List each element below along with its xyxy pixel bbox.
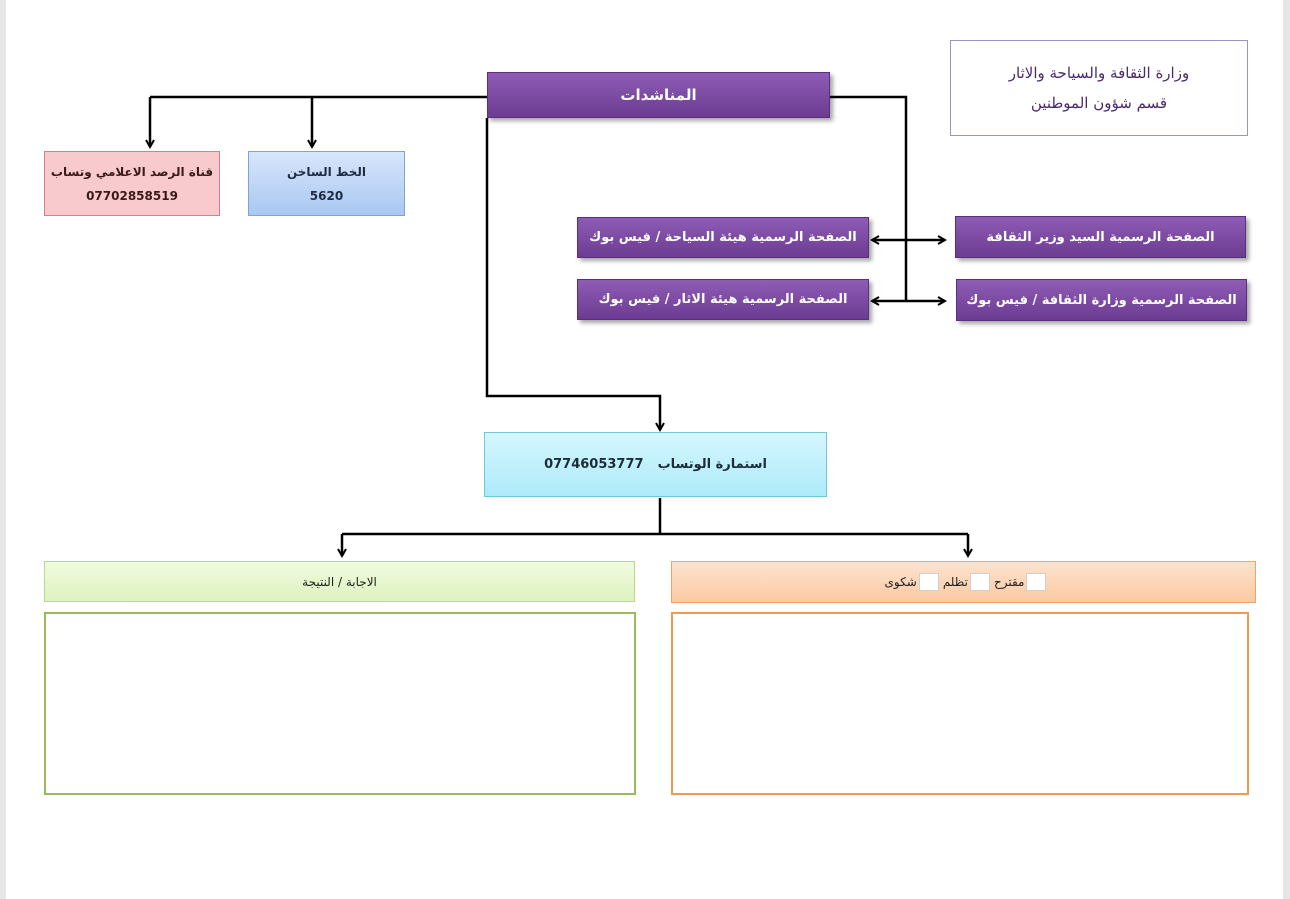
option-suggestion-label: مقترح (993, 575, 1025, 589)
media-monitor-number: 07702858519 (86, 188, 178, 203)
header-box: وزارة الثقافة والسياحة والاثار قسم شؤون … (950, 40, 1248, 136)
connector-root-to-whatsapp (485, 118, 660, 430)
minister-page-label: الصفحة الرسمية السيد وزير الثقافة (986, 229, 1215, 245)
ministry-page-label: الصفحة الرسمية وزارة الثقافة / فيس بوك (966, 292, 1237, 308)
option-complaint-label: شكوى (884, 575, 917, 589)
option-grievance-label: تظلم (942, 575, 968, 589)
whatsapp-form-box: استمارة الوتساب 07746053777 (484, 432, 827, 497)
answer-panel[interactable] (44, 612, 636, 795)
tourism-page-box: الصفحة الرسمية هيئة السياحة / فيس بوك (577, 217, 869, 258)
checkbox-grievance[interactable] (969, 573, 990, 591)
media-monitor-label: قناة الرصد الاعلامي وتساب (50, 164, 214, 179)
hotline-label: الخط الساخن (286, 164, 367, 179)
checkbox-suggestion[interactable] (1026, 573, 1047, 591)
option-grievance[interactable]: تظلم (943, 573, 990, 591)
department-name: قسم شؤون الموطنين (1030, 94, 1168, 112)
whatsapp-form-label: استمارة الوتساب (657, 457, 767, 472)
answer-header: الاجابة / النتيجة (44, 561, 635, 602)
ministry-page-box: الصفحة الرسمية وزارة الثقافة / فيس بوك (956, 279, 1247, 321)
request-header: مقترح تظلم شكوى (671, 561, 1256, 603)
antiquities-page-box: الصفحة الرسمية هيئة الاثار / فيس بوك (577, 279, 869, 320)
tourism-page-label: الصفحة الرسمية هيئة السياحة / فيس بوك (589, 230, 857, 245)
whatsapp-form-number: 07746053777 (544, 457, 644, 472)
root-label: المناشدات (620, 86, 697, 104)
hotline-number: 5620 (309, 188, 344, 203)
minister-page-box: الصفحة الرسمية السيد وزير الثقافة (955, 216, 1246, 258)
root-node: المناشدات (487, 72, 830, 118)
ministry-name: وزارة الثقافة والسياحة والاثار (1008, 64, 1190, 82)
answer-label: الاجابة / النتيجة (302, 574, 377, 589)
request-panel[interactable] (671, 612, 1249, 795)
connector-root-to-pages (830, 95, 908, 301)
option-suggestion[interactable]: مقترح (994, 573, 1047, 591)
hotline-box: الخط الساخن 5620 (248, 151, 405, 216)
checkbox-complaint[interactable] (918, 573, 939, 591)
option-complaint[interactable]: شكوى (885, 573, 939, 591)
media-monitor-box: قناة الرصد الاعلامي وتساب 07702858519 (44, 151, 220, 216)
antiquities-page-label: الصفحة الرسمية هيئة الاثار / فيس بوك (598, 292, 848, 307)
